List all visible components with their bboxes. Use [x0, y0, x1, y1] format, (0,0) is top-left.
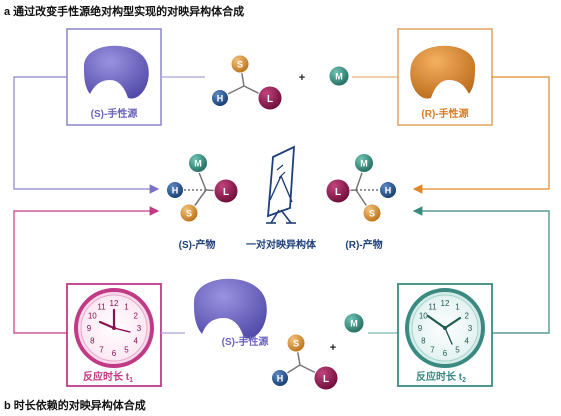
s-product-molecule: M H L S: [166, 153, 239, 223]
substrate-molecule-a: S H L: [211, 54, 283, 111]
clock-number: 2: [464, 312, 469, 321]
r-source-label: (R)-手性源: [421, 107, 468, 120]
clock-number: 11: [428, 302, 437, 311]
s-source-label: (S)-手性源: [91, 107, 138, 120]
clock-number: 10: [88, 312, 97, 321]
clock-number: 9: [87, 324, 92, 333]
clock-number: 12: [110, 299, 119, 308]
clock-number: 2: [133, 312, 138, 321]
clock-t1-label: 反应时长 t1: [83, 370, 133, 384]
arrow-t1-to-s-product: [13, 206, 160, 334]
plus-sign-a: +: [299, 72, 305, 84]
clock-number: 7: [99, 346, 104, 355]
svg-text:S: S: [369, 209, 375, 219]
plus-sign-b: +: [330, 342, 336, 354]
clock-number: 5: [124, 346, 129, 355]
svg-text:M: M: [335, 72, 343, 82]
clock-t2-label: 反应时长 t2: [416, 370, 466, 384]
clock-number: 8: [90, 337, 95, 346]
svg-text:S: S: [237, 60, 243, 70]
svg-text:M: M: [360, 159, 368, 169]
clock-number: 10: [419, 312, 428, 321]
clock-number: 1: [124, 302, 129, 311]
clock-number: 6: [443, 349, 448, 358]
svg-text:M: M: [194, 159, 202, 169]
clock-number: 9: [418, 324, 423, 333]
clock-number: 5: [455, 346, 460, 355]
svg-text:S: S: [293, 339, 299, 349]
svg-text:H: H: [385, 186, 392, 196]
svg-text:L: L: [267, 94, 273, 105]
svg-text:L: L: [335, 187, 341, 198]
reagent-m-b: M: [343, 312, 365, 334]
clock-number: 6: [112, 349, 117, 358]
clock-number: 3: [468, 324, 473, 333]
clock-number: 1: [455, 302, 460, 311]
s-source-label-b: (S)-手性源: [222, 335, 269, 348]
svg-text:反应时长 t1: 反应时长 t1: [83, 370, 133, 384]
s-source-shape-b: [194, 278, 267, 339]
svg-text:H: H: [277, 374, 284, 384]
reagent-m-a: M: [328, 65, 350, 87]
svg-text:L: L: [223, 187, 229, 198]
clock-number: 11: [97, 302, 106, 311]
clock-number: 4: [464, 337, 469, 346]
clock-number: 12: [441, 299, 450, 308]
arrow-t2-to-r-product: [412, 206, 550, 334]
panel-a-title: a 通过改变手性源绝对构型实现的对映异构体合成: [4, 4, 244, 18]
mirror-icon: [266, 145, 296, 224]
r-product-molecule: M L H S: [325, 153, 397, 223]
r-source-shape: [410, 45, 475, 99]
svg-text:H: H: [172, 186, 179, 196]
clock-number: 3: [137, 324, 142, 333]
substrate-molecule-b: S H L: [271, 333, 339, 391]
svg-text:L: L: [323, 374, 329, 385]
panel-b-title: b 时长依赖的对映异构体合成: [4, 398, 146, 412]
arrow-s-source-to-s-product: [13, 76, 160, 194]
svg-text:M: M: [350, 319, 358, 329]
clock-number: 4: [133, 337, 138, 346]
svg-text:反应时长 t2: 反应时长 t2: [416, 370, 466, 384]
s-source-shape: [84, 45, 149, 99]
arrow-r-source-to-r-product: [412, 76, 550, 194]
enantiomer-pair-label: 一对对映异构体: [246, 238, 317, 251]
svg-text:H: H: [217, 94, 224, 104]
clock-number: 7: [430, 346, 435, 355]
r-product-label: (R)-产物: [345, 238, 382, 251]
svg-text:S: S: [186, 209, 192, 219]
s-product-label: (S)-产物: [179, 238, 216, 251]
clock-number: 8: [421, 337, 426, 346]
